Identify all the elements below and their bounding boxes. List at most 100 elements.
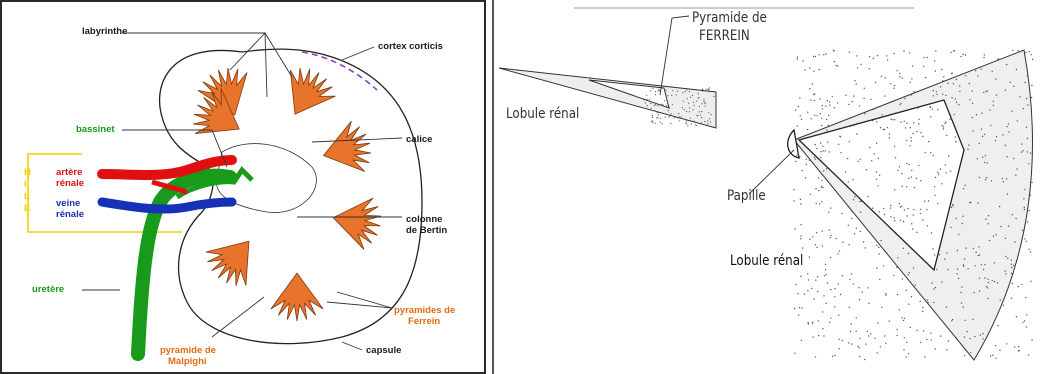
stipple-dot: [1024, 207, 1025, 208]
stipple-dot: [853, 283, 854, 284]
stipple-dot: [981, 113, 982, 114]
stipple-dot: [807, 129, 808, 130]
stipple-dot: [903, 248, 904, 249]
stipple-dot: [660, 122, 661, 123]
ferrein-pyramid: [290, 68, 335, 114]
stipple-dot: [966, 331, 967, 332]
stipple-dot: [991, 180, 992, 181]
stipple-dot: [821, 201, 822, 202]
stipple-dot: [1014, 346, 1015, 347]
stipple-dot: [903, 50, 904, 51]
stipple-dot: [950, 171, 951, 172]
stipple-dot: [894, 53, 895, 54]
stipple-dot: [666, 105, 667, 106]
stipple-dot: [856, 331, 857, 332]
stipple-dot: [839, 250, 840, 251]
stipple-dot: [911, 296, 912, 297]
stipple-dot: [687, 125, 688, 126]
stipple-dot: [868, 196, 869, 197]
stipple-dot: [988, 215, 989, 216]
stipple-dot: [995, 140, 996, 141]
stipple-dot: [934, 195, 935, 196]
stipple-dot: [930, 152, 931, 153]
stipple-dot: [655, 104, 656, 105]
stipple-dot: [922, 311, 923, 312]
stipple-dot: [894, 146, 895, 147]
stipple-dot: [982, 157, 983, 158]
stipple-dot: [1003, 305, 1004, 306]
stipple-dot: [922, 136, 923, 137]
stipple-dot: [679, 120, 680, 121]
stipple-dot: [973, 130, 974, 131]
stipple-dot: [825, 303, 826, 304]
stipple-dot: [879, 175, 880, 176]
stipple-dot: [699, 106, 700, 107]
stipple-dot: [863, 241, 864, 242]
label-hile-e: E: [24, 203, 30, 214]
stipple-dot: [1024, 82, 1025, 83]
stipple-dot: [964, 185, 965, 186]
stipple-dot: [701, 103, 702, 104]
stipple-dot: [992, 71, 993, 72]
stipple-dot: [992, 355, 993, 356]
stipple-dot: [985, 155, 986, 156]
stipple-dot: [914, 187, 915, 188]
stipple-dot: [660, 112, 661, 113]
stipple-dot: [878, 247, 879, 248]
stipple-dot: [897, 170, 898, 171]
stipple-dot: [884, 214, 885, 215]
stipple-dot: [926, 209, 927, 210]
stipple-dot: [926, 57, 927, 58]
stipple-dot: [923, 330, 924, 331]
stipple-dot: [698, 93, 699, 94]
stipple-dot: [996, 136, 997, 137]
stipple-dot: [889, 133, 890, 134]
stipple-dot: [909, 145, 910, 146]
stipple-dot: [842, 340, 843, 341]
stipple-dot: [800, 203, 801, 204]
stipple-dot: [865, 247, 866, 248]
stipple-dot: [979, 143, 980, 144]
stipple-dot: [686, 89, 687, 90]
stipple-dot: [878, 158, 879, 159]
label-calice: calice: [406, 134, 432, 145]
stipple-dot: [1000, 299, 1001, 300]
stipple-dot: [1012, 214, 1013, 215]
stipple-dot: [1022, 322, 1023, 323]
stipple-dot: [685, 91, 686, 92]
stipple-dot: [682, 107, 683, 108]
stipple-dot: [937, 109, 938, 110]
stipple-dot: [1023, 198, 1024, 199]
stipple-dot: [994, 262, 995, 263]
stipple-dot: [1006, 343, 1007, 344]
stipple-dot: [661, 104, 662, 105]
stipple-dot: [874, 338, 875, 339]
stipple-dot: [798, 106, 799, 107]
stipple-dot: [876, 245, 877, 246]
stipple-dot: [905, 356, 906, 357]
stipple-dot: [682, 92, 683, 93]
stipple-dot: [860, 159, 861, 160]
stipple-dot: [1027, 75, 1028, 76]
stipple-dot: [806, 164, 807, 165]
stipple-dot: [711, 114, 712, 115]
stipple-dot: [842, 275, 843, 276]
label-pyramides-ferrein-2: Ferrein: [408, 316, 440, 327]
stipple-dot: [908, 178, 909, 179]
stipple-dot: [814, 100, 815, 101]
stipple-dot: [995, 78, 996, 79]
stipple-dot: [890, 207, 891, 208]
stipple-dot: [842, 242, 843, 243]
label-hile-l: L: [24, 191, 30, 202]
stipple-dot: [983, 92, 984, 93]
stipple-dot: [962, 54, 963, 55]
stipple-dot: [814, 157, 815, 158]
stipple-dot: [818, 54, 819, 55]
lobule-illustration: [494, 0, 1045, 374]
stipple-dot: [856, 83, 857, 84]
stipple-dot: [1012, 283, 1013, 284]
stipple-dot: [903, 221, 904, 222]
stipple-dot: [873, 153, 874, 154]
stipple-dot: [825, 105, 826, 106]
stipple-dot: [970, 352, 971, 353]
